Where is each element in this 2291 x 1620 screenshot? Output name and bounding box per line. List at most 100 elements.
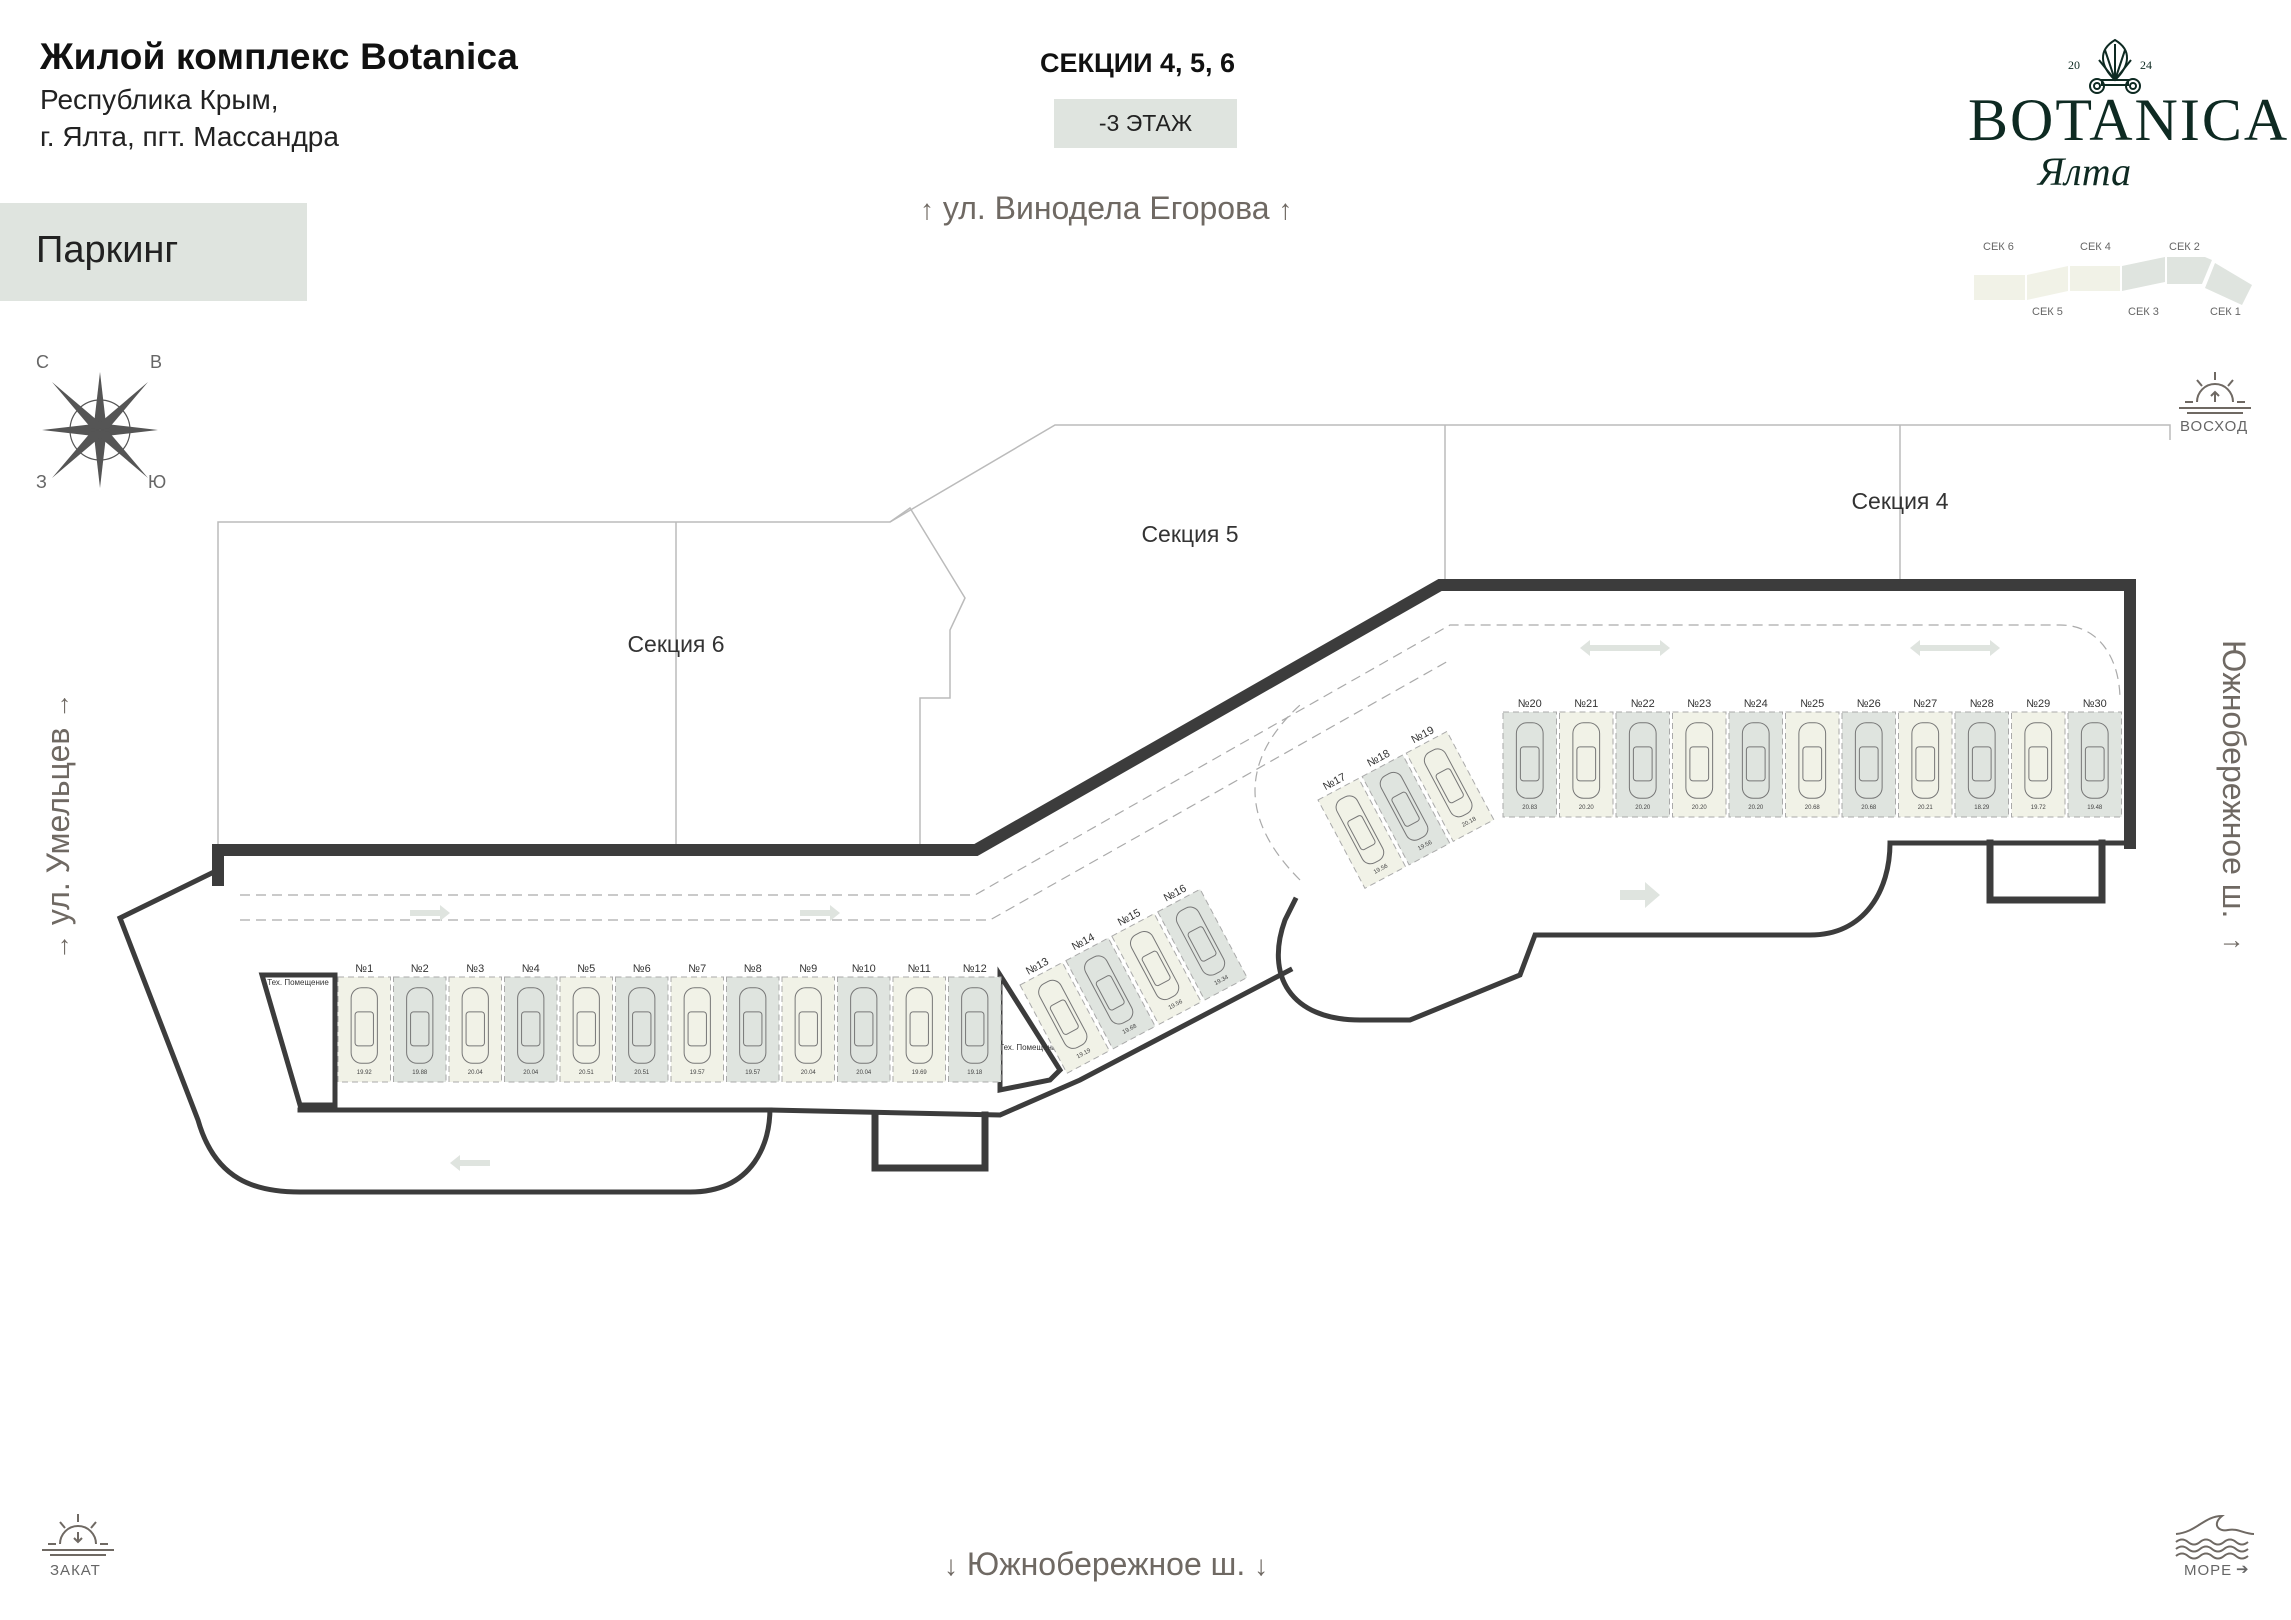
car-icon: [1628, 722, 1657, 799]
minimap-label-6: СЕК 6: [1983, 241, 2014, 253]
spot-area[interactable]: [2067, 711, 2122, 818]
spot-area[interactable]: [1111, 912, 1202, 1026]
arrow-up-icon: ↑: [1278, 194, 1293, 225]
spot-area[interactable]: [1361, 754, 1451, 866]
arrow-up-icon: ↑: [920, 194, 934, 225]
spot-area[interactable]: [448, 976, 502, 1083]
car-icon: [517, 987, 545, 1064]
spot-area[interactable]: [670, 976, 724, 1083]
spot-area[interactable]: [1559, 711, 1614, 818]
spot-number: №28: [1970, 698, 1994, 710]
arrow-right-icon: ➔: [2236, 1561, 2250, 1578]
spot-area[interactable]: [337, 976, 391, 1083]
section-4-label: Секция 4: [1851, 488, 1948, 514]
spot-area[interactable]: [1065, 937, 1156, 1050]
spot-area[interactable]: [1019, 961, 1111, 1074]
sunset-label: ЗАКАТ: [50, 1562, 101, 1579]
spot-area[interactable]: [559, 976, 613, 1083]
car-icon: [1854, 722, 1883, 799]
address-line-2: г. Ялта, пгт. Массандра: [40, 121, 339, 152]
spot-area[interactable]: [615, 976, 669, 1083]
spot-number: №10: [852, 963, 876, 975]
spot-area[interactable]: [1954, 711, 2009, 818]
minimap-section-3[interactable]: [2122, 257, 2165, 291]
arrow-right-icon: [410, 905, 450, 921]
car-icon: [850, 987, 878, 1064]
spot-number: №26: [1857, 698, 1881, 710]
spot-area[interactable]: [1317, 777, 1407, 889]
spot-area[interactable]: [837, 976, 891, 1083]
spot-area[interactable]: [1898, 711, 1953, 818]
spot-area[interactable]: [504, 976, 558, 1083]
spot-number: №23: [1687, 698, 1711, 710]
spot-area[interactable]: [1615, 711, 1670, 818]
spot-area[interactable]: [726, 976, 780, 1083]
spot-area[interactable]: [393, 976, 447, 1083]
arrow-left-icon: [450, 1155, 490, 1171]
car-icon: [1335, 795, 1385, 865]
floor-badge[interactable]: -3 ЭТАЖ: [1054, 99, 1237, 148]
car-icon: [461, 987, 489, 1064]
spot-area[interactable]: [1841, 711, 1896, 818]
car-icon: [350, 987, 378, 1064]
spot-area[interactable]: [1502, 711, 1557, 818]
minimap-section-5[interactable]: [2027, 266, 2068, 300]
spot-area[interactable]: [1157, 888, 1248, 1001]
arrow-double-icon: [1910, 640, 2000, 656]
spot-area-value: 20.20: [1748, 805, 1764, 811]
car-icon: [1741, 722, 1770, 799]
spot-area[interactable]: [1405, 730, 1495, 843]
spot-area[interactable]: [781, 976, 835, 1083]
arrow-down-icon: ↓: [944, 1550, 958, 1581]
spot-area-value: 20.20: [1579, 805, 1595, 811]
spot-area[interactable]: [1785, 711, 1840, 818]
tech-room-2-label: Тех. Помещение: [999, 1043, 1061, 1052]
minimap-section-1[interactable]: [2205, 263, 2252, 305]
car-icon: [1084, 955, 1134, 1025]
car-icon: [2080, 722, 2109, 799]
logo-name: BOTANICA: [1968, 87, 2290, 153]
spot-area[interactable]: [2011, 711, 2066, 818]
compass-rose: С В Ю З: [30, 352, 170, 500]
spot-area[interactable]: [892, 976, 946, 1083]
minimap-section-4[interactable]: [2070, 266, 2120, 291]
spot-area[interactable]: [1728, 711, 1783, 818]
outer-walls: [116, 579, 2136, 1195]
page-title: Жилой комплекс Botanica: [40, 36, 519, 77]
spot-area[interactable]: [1672, 711, 1727, 818]
car-icon: [572, 987, 600, 1064]
minimap-section-2[interactable]: [2167, 257, 2212, 284]
logo-year-left: 20: [2068, 58, 2080, 72]
logo-emblem: [2080, 36, 2150, 96]
minimap-section-6[interactable]: [1974, 275, 2025, 300]
spot-area[interactable]: [948, 976, 1002, 1083]
spot-number: №11: [908, 963, 931, 975]
palmette-icon: [2089, 38, 2141, 94]
sections-title: СЕКЦИИ 4, 5, 6: [1040, 48, 1236, 78]
